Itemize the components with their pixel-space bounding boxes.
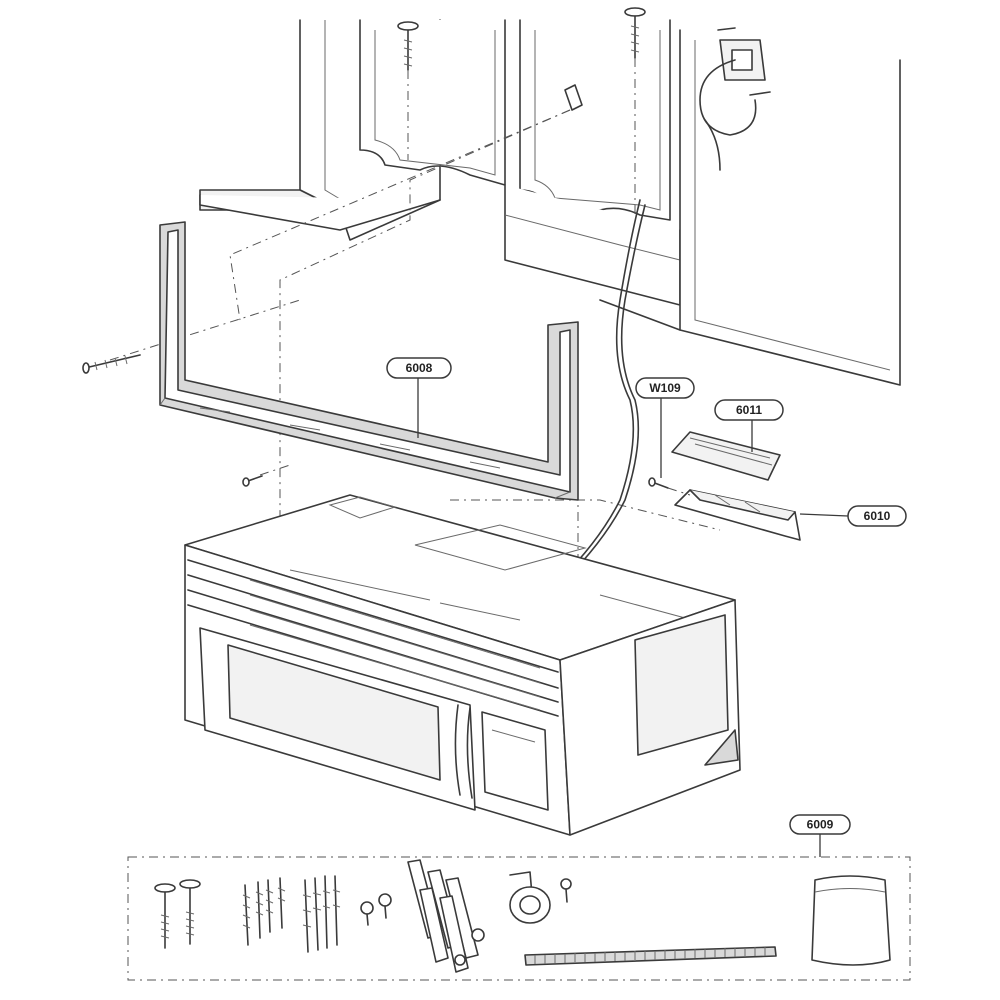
kit-strip — [524, 946, 777, 966]
callout-w109: W109 — [635, 377, 695, 399]
damper-assembly — [674, 489, 801, 541]
mounting-plate — [82, 221, 579, 501]
installation-kit — [127, 856, 911, 981]
top-screws — [397, 7, 646, 111]
upper-cabinets — [199, 19, 901, 386]
leader-lines — [417, 378, 849, 857]
screw-w109 — [648, 477, 691, 496]
power-cord — [559, 199, 641, 581]
svg-text:W109: W109 — [649, 381, 681, 395]
kit-toggle-bolts — [407, 859, 485, 973]
svg-text:6011: 6011 — [736, 403, 762, 417]
callout-6011: 6011 — [714, 399, 784, 421]
kit-bag — [811, 875, 891, 966]
kit-small-screws — [360, 878, 572, 926]
callout-6008: 6008 — [386, 357, 452, 379]
microwave — [184, 494, 741, 836]
callout-6010: 6010 — [847, 505, 907, 527]
kit-cord-clamp — [509, 871, 551, 924]
svg-text:6010: 6010 — [864, 509, 891, 523]
kit-bolts — [154, 879, 201, 949]
callout-6009: 6009 — [789, 814, 851, 835]
damper-cover — [671, 431, 781, 481]
kit-wood-screws — [242, 875, 341, 953]
svg-text:6009: 6009 — [807, 818, 834, 832]
svg-text:6008: 6008 — [406, 361, 433, 375]
